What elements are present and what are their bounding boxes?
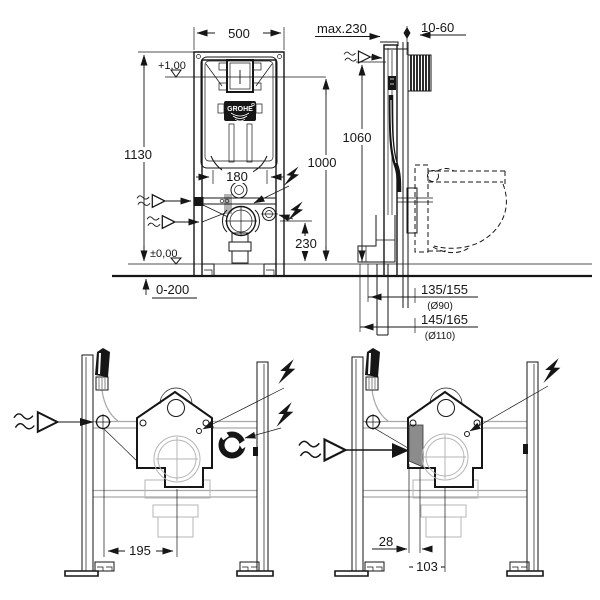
- electrical-icon: [244, 399, 296, 439]
- bottom-right-view: 28 103: [297, 348, 563, 577]
- dim-inlet-width-label: 28: [379, 534, 393, 549]
- inlet-zone-shaded: [408, 424, 424, 468]
- drain-opening: [421, 433, 469, 481]
- grohe-logo-fan: [230, 112, 250, 122]
- flush-pipe-top: [95, 348, 110, 391]
- electrical-icon: [253, 163, 302, 204]
- dim-height-label: 1130: [124, 147, 152, 162]
- drain-pipe: [376, 264, 389, 336]
- dim-actuator-height-label: 1000: [308, 155, 337, 170]
- dim-spacing-label: 180: [226, 169, 248, 184]
- fill-valve: [388, 76, 396, 90]
- grohe-logo: GROHE: [217, 101, 263, 122]
- front-view: GROHE: [116, 26, 343, 299]
- bottom-right-dimensions: 28 103: [372, 464, 446, 574]
- toilet-bowl-outline: [414, 164, 507, 254]
- electrical-icon: [278, 198, 306, 225]
- frame-rails: [334, 356, 544, 577]
- dim-depth-label: max.230: [317, 21, 367, 36]
- side-frame: [357, 41, 433, 336]
- dim-supply-height-label: 1060: [343, 130, 372, 145]
- frame-screw-hole: [277, 54, 282, 59]
- drain-opening: [153, 435, 201, 483]
- dim-offset90-label: 135/155: [421, 282, 468, 297]
- rail-clip: [253, 447, 258, 456]
- tank-rod: [246, 123, 253, 163]
- bowl-bracket: [406, 187, 418, 234]
- connection-leaders: [201, 204, 229, 223]
- dim-offset110-label: 145/165: [421, 312, 468, 327]
- connector-socket: [218, 431, 258, 459]
- sensor-hole: [464, 431, 470, 437]
- level-marker-icon: [170, 69, 182, 78]
- rail-clip: [523, 444, 528, 454]
- tank-rod: [228, 123, 235, 163]
- wall-hatch-box: [407, 54, 432, 92]
- front-fittings: [194, 181, 278, 264]
- dim-inlet-offset-label: 103: [416, 559, 438, 574]
- frame-feet: [202, 263, 276, 276]
- level-marker-icon: [169, 257, 183, 265]
- electrical-icon: [202, 356, 298, 430]
- dim-supply-offset-label: 195: [129, 543, 151, 558]
- frame-screw-hole: [196, 54, 201, 59]
- sensor-hole: [196, 428, 202, 434]
- water-supply-icon: [297, 438, 409, 462]
- foot-blocks: [364, 561, 530, 572]
- water-supply-icon: [146, 215, 200, 229]
- flush-pipe-top: [365, 348, 380, 391]
- dim-width-label: 500: [228, 26, 250, 41]
- dim-dia90-label: (Ø90): [427, 301, 453, 312]
- side-dimensions: max.230 10-60 1060 135/155 (Ø90) 145/165…: [315, 20, 478, 342]
- front-dimensions: 500 1130 +1,00 180 1000 230 ±0,00: [116, 26, 343, 299]
- electrical-icon: [469, 355, 563, 432]
- cover-plate: [136, 387, 213, 488]
- plate-boss: [167, 399, 185, 417]
- plate-boss: [437, 399, 455, 417]
- upper-level-label: +1,00: [158, 60, 186, 72]
- seat-hinge: [427, 170, 439, 182]
- zero-level-label: ±0,00: [150, 248, 177, 260]
- drain-elbow: [357, 215, 396, 263]
- water-supply-icon: [136, 194, 192, 208]
- wall-line: [402, 42, 409, 308]
- plate-screw-hole: [409, 419, 417, 427]
- flush-pipe-port: [230, 181, 248, 199]
- dim-outlet-height-label: 230: [295, 236, 317, 251]
- foot-blocks: [94, 561, 260, 572]
- grohe-logo-plate: [224, 101, 256, 121]
- floor-lines: [112, 263, 592, 278]
- cover-plate: [407, 387, 528, 488]
- frame-rails: [64, 354, 274, 577]
- plate-screw-hole: [139, 419, 147, 427]
- water-connection-block: [194, 197, 204, 206]
- drain-claws: [222, 209, 260, 233]
- drain-outlet: [228, 232, 252, 264]
- dim-wall-label: 10-60: [421, 20, 454, 35]
- foot-plates: [64, 570, 274, 577]
- floor-range-label: 0-200: [156, 282, 189, 297]
- bottom-left-view: 195: [13, 348, 298, 577]
- dim-dia110-label: (Ø110): [425, 331, 455, 342]
- registered-mark-icon: [251, 102, 255, 107]
- supply-connection-point: [365, 414, 409, 449]
- bottom-left-dimensions: 195: [103, 430, 178, 558]
- water-supply-icon: [343, 50, 383, 64]
- supply-connection-point: [95, 414, 140, 464]
- water-supply-icon: [13, 411, 94, 433]
- side-view: max.230 10-60 1060 135/155 (Ø90) 145/165…: [315, 20, 507, 342]
- cistern: GROHE: [200, 56, 278, 183]
- grohe-logo-text: GROHE: [227, 106, 253, 113]
